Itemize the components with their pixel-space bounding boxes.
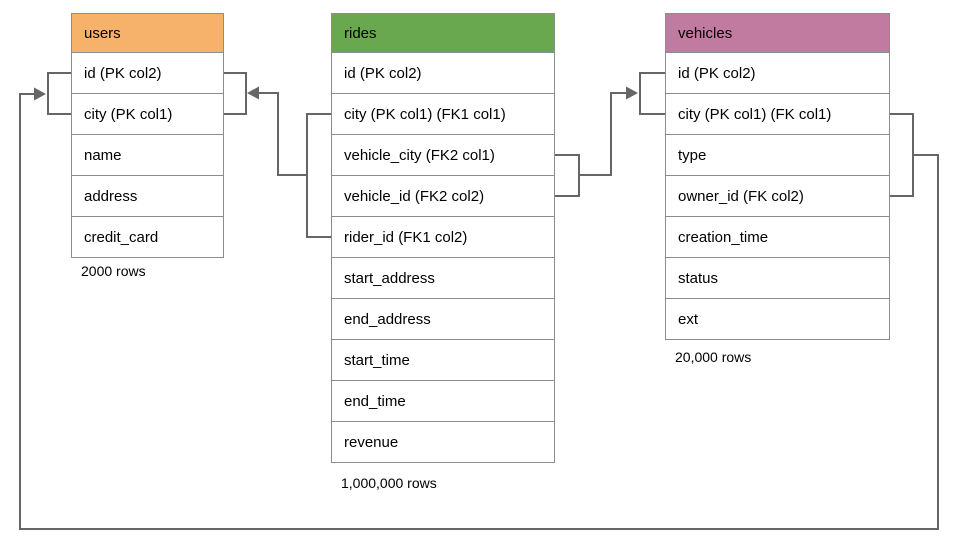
- table-row: end_address: [332, 299, 554, 340]
- table-row: city (PK col1) (FK1 col1): [332, 94, 554, 135]
- table-row: start_address: [332, 258, 554, 299]
- table-row: credit_card: [72, 217, 223, 257]
- fk1-connector-rides-to-users: [222, 72, 331, 238]
- table-row: name: [72, 135, 223, 176]
- vehicles-table: vehicles id (PK col2) city (PK col1) (FK…: [665, 13, 890, 340]
- table-row: vehicle_city (FK2 col1): [332, 135, 554, 176]
- fk2-connector-rides-to-vehicles: [553, 72, 665, 197]
- table-row: type: [666, 135, 889, 176]
- table-row: address: [72, 176, 223, 217]
- table-row: city (PK col1) (FK col1): [666, 94, 889, 135]
- users-right-bracket: [222, 72, 247, 115]
- table-row: id (PK col2): [666, 53, 889, 94]
- table-row: rider_id (FK1 col2): [332, 217, 554, 258]
- users-row-count: 2000 rows: [81, 263, 146, 279]
- fk2-path: [579, 92, 626, 176]
- table-row: vehicle_id (FK2 col2): [332, 176, 554, 217]
- table-row: revenue: [332, 422, 554, 462]
- rides-row-count: 1,000,000 rows: [341, 475, 437, 491]
- fk-loop-path: [19, 93, 939, 530]
- table-row: ext: [666, 299, 889, 339]
- fk1-arrowhead-icon: [247, 86, 259, 100]
- users-table: users id (PK col2) city (PK col1) name a…: [71, 13, 224, 258]
- table-row: status: [666, 258, 889, 299]
- fk2-arrowhead-icon: [626, 86, 638, 100]
- users-left-bracket: [47, 72, 71, 115]
- fk-arrowhead-icon: [34, 87, 46, 101]
- table-row: start_time: [332, 340, 554, 381]
- users-table-header: users: [72, 14, 223, 53]
- table-row: creation_time: [666, 217, 889, 258]
- table-row: id (PK col2): [332, 53, 554, 94]
- rides-table-header: rides: [332, 14, 554, 53]
- fk1-path: [259, 92, 307, 176]
- table-row: end_time: [332, 381, 554, 422]
- vehicles-right-bracket: [888, 113, 914, 197]
- vehicles-table-header: vehicles: [666, 14, 889, 53]
- rides-left-bracket: [306, 113, 331, 238]
- fk-connector-vehicles-to-users: [19, 72, 939, 530]
- vehicles-left-bracket: [639, 72, 665, 115]
- table-row: owner_id (FK col2): [666, 176, 889, 217]
- table-row: city (PK col1): [72, 94, 223, 135]
- table-row: id (PK col2): [72, 53, 223, 94]
- vehicles-row-count: 20,000 rows: [675, 349, 752, 365]
- rides-right-bracket: [553, 154, 580, 197]
- rides-table: rides id (PK col2) city (PK col1) (FK1 c…: [331, 13, 555, 463]
